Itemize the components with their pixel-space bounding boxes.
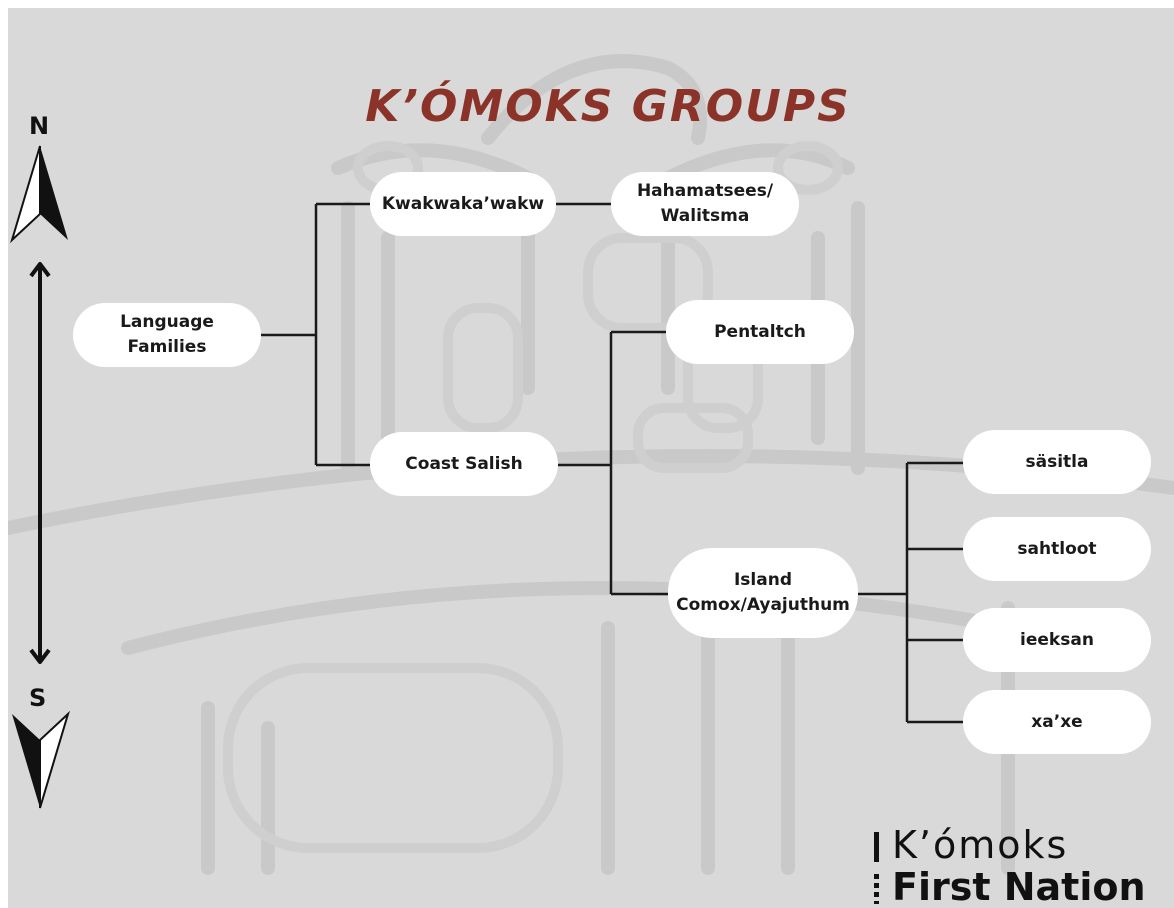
south-arrow-icon	[12, 710, 71, 809]
logo-line-2: First Nation	[892, 865, 1146, 908]
node-sasitla: säsitla	[963, 430, 1151, 494]
compass-south-label: S	[29, 684, 47, 712]
compass-north-label: N	[29, 112, 50, 140]
node-sahtloot: sahtloot	[963, 517, 1151, 581]
north-arrow-icon	[9, 145, 68, 244]
diagram-canvas: K’ÓMOKS GROUPS Language Families Kwakwa	[8, 8, 1174, 908]
logo-bar-mark	[874, 832, 879, 862]
logo-line-1: K’ómoks	[892, 823, 1069, 867]
node-language-families: Language Families	[73, 303, 261, 367]
node-pentaltch: Pentaltch	[666, 300, 854, 364]
node-island-comox-ayajuthum: Island Comox/Ayajuthum	[668, 548, 858, 638]
node-xaxe: xa’xe	[963, 690, 1151, 754]
node-ieeksan: ieeksan	[963, 608, 1151, 672]
page-title: K’ÓMOKS GROUPS	[365, 81, 851, 132]
north-south-arrow-icon	[29, 262, 51, 664]
node-coast-salish: Coast Salish	[370, 432, 558, 496]
connector-lines	[261, 202, 963, 724]
node-hahamatsees-walitsma: Hahamatsees/ Walitsma	[611, 172, 799, 236]
node-kwakwakawakw: Kwakwaka’wakw	[370, 172, 556, 236]
logo-dots-mark	[874, 874, 879, 904]
background-formline-art	[8, 54, 1174, 875]
